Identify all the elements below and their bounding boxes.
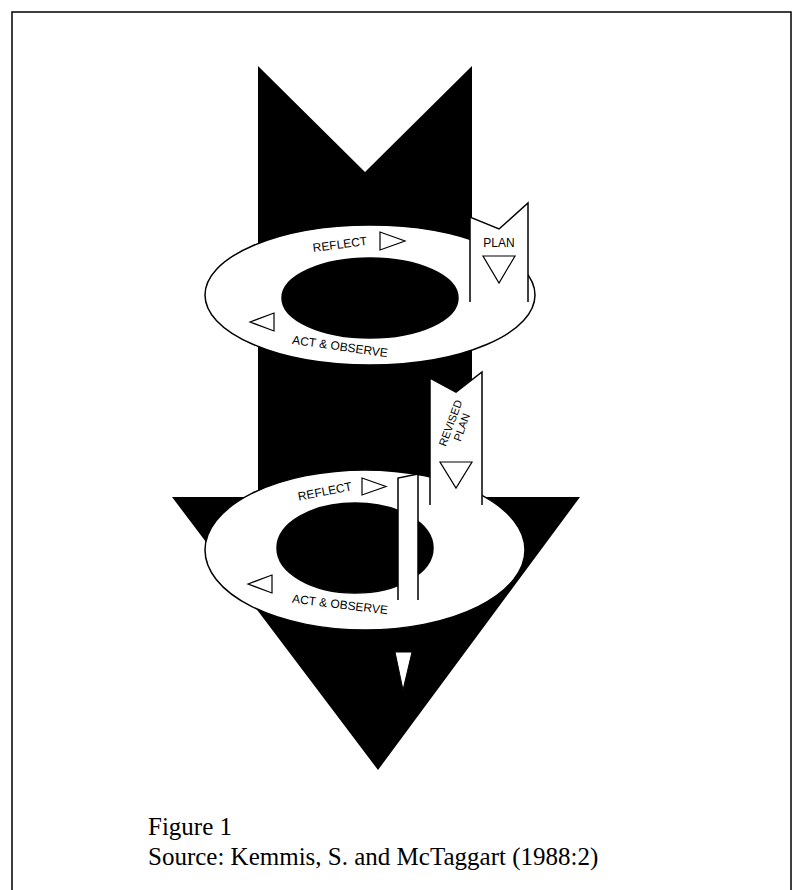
direction-triangle bbox=[483, 256, 515, 283]
direction-triangle bbox=[380, 232, 405, 250]
direction-triangle bbox=[248, 575, 272, 593]
spiral-tail bbox=[395, 652, 412, 690]
ribbon-label: REVISED PLAN bbox=[435, 394, 477, 457]
page-frame bbox=[12, 12, 791, 890]
source-note: Source: Kemmis, S. and McTaggart (1988:2… bbox=[148, 842, 598, 871]
revised-plan-strip bbox=[430, 372, 482, 505]
figure-caption: Figure 1 bbox=[148, 812, 232, 841]
direction-triangle bbox=[250, 313, 274, 331]
direction-triangle bbox=[440, 462, 472, 488]
upper-loop-hole bbox=[282, 258, 458, 338]
direction-triangle bbox=[362, 478, 386, 495]
ribbon-label: REFLECT bbox=[297, 480, 353, 503]
ribbon-label: ACT & OBSERVE bbox=[291, 334, 388, 360]
plan-strip bbox=[470, 203, 528, 302]
ribbon-label: REFLECT bbox=[312, 235, 368, 255]
ribbon-label: PLAN bbox=[483, 237, 514, 250]
ribbon-label: ACT & OBSERVE bbox=[291, 593, 388, 618]
down-arrow bbox=[172, 66, 580, 770]
lower-loop-end bbox=[398, 474, 418, 600]
